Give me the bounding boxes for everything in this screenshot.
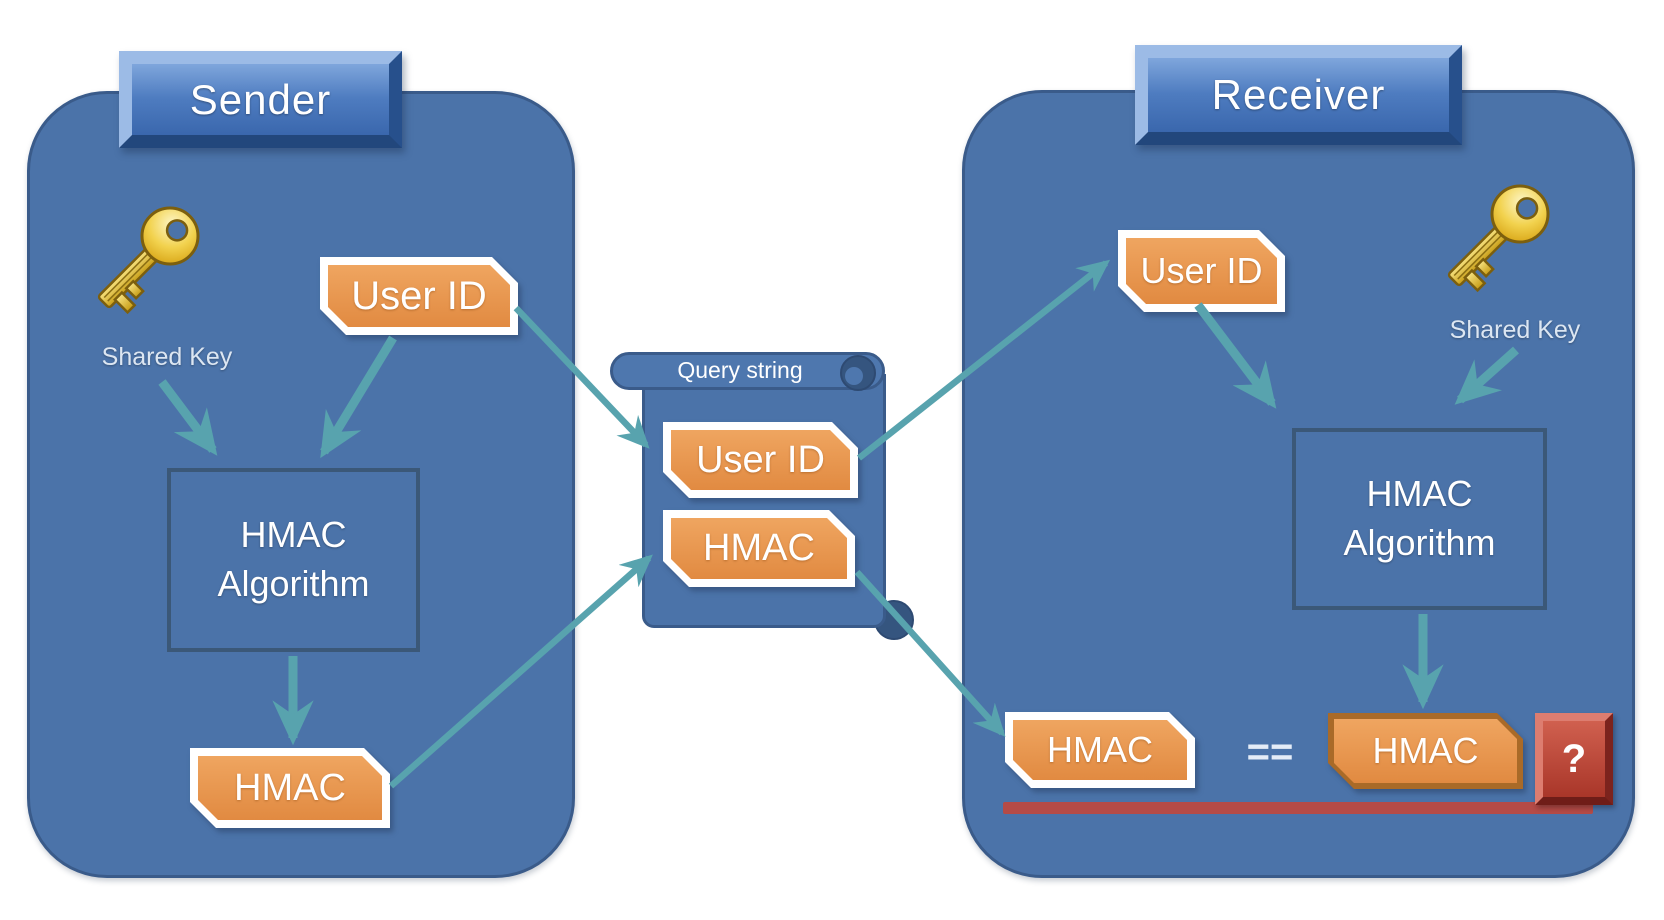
sender-hmac-algorithm-box: HMAC Algorithm [167,468,420,652]
receiver-shared-key-label: Shared Key [1449,316,1581,344]
algorithm-label: HMAC Algorithm [1343,473,1496,563]
sender-title: Sender [189,75,332,123]
key-icon [1447,184,1550,293]
sender-banner: Sender [119,51,402,148]
badge-label: HMAC [1334,719,1517,783]
receiver-title: Receiver [1211,71,1386,118]
sender-shared-key-label: Shared Key [101,343,233,371]
scroll-top-roll [610,352,885,390]
badge-label: HMAC [1013,720,1187,780]
receiver-hmac-algorithm-box: HMAC Algorithm [1292,428,1547,610]
badge-label: HMAC [671,518,847,579]
question-box: ? [1535,713,1613,805]
receiver-received-hmac-badge: HMAC [1005,712,1195,788]
equals-sign: == [1246,729,1294,774]
receiver-computed-hmac-badge: HMAC [1328,713,1523,789]
receiver-banner: Receiver [1135,45,1462,145]
query-user-id-badge: User ID [663,422,858,498]
question-label: ? [1561,736,1587,781]
algorithm-label: HMAC Algorithm [217,514,370,604]
scroll-top-curl [840,355,876,391]
sender-hmac-badge: HMAC [190,748,390,828]
badge-label: HMAC [198,756,382,820]
key-icon [97,206,200,315]
sender-user-id-badge: User ID [320,257,518,335]
comparison-underline [1003,802,1593,814]
query-string-title: Query string [677,357,803,383]
badge-label: User ID [671,430,850,490]
query-string-scroll [642,374,886,628]
badge-label: User ID [328,265,510,327]
receiver-user-id-badge: User ID [1118,230,1285,312]
query-hmac-badge: HMAC [663,510,855,587]
badge-label: User ID [1126,238,1277,304]
